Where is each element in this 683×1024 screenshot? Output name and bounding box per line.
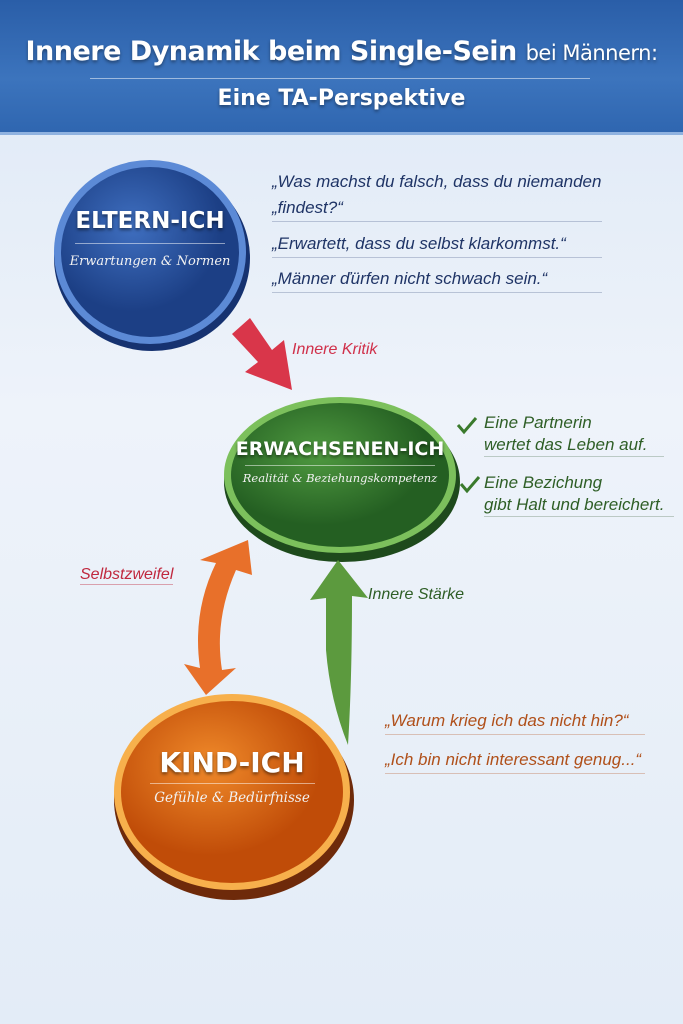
eltern-ich-title: ELTERN-ICH [75, 208, 225, 234]
header-banner: Innere Dynamik beim Single-Sein bei Männ… [0, 0, 683, 135]
erwachsenen-ich-title: ERWACHSENEN-ICH [235, 438, 445, 460]
parent-quote: „Männer ďürfen nicht schwach sein.“ [272, 269, 602, 293]
child-quote: „Warum krieg ich das nicht hin?“ [385, 711, 645, 735]
title-rest: bei Männern: [525, 41, 658, 65]
inner-strength-arrow [310, 560, 368, 745]
self-doubt-label: Selbstzweifel [80, 566, 174, 585]
adult-point-line: wertet das Leben auf. [484, 435, 648, 454]
erwachsenen-ich-subtitle: Realität & Beziehungskompetenz [242, 471, 438, 485]
inner-critic-arrow [232, 318, 292, 390]
kind-ich-title: KIND-ICH [159, 746, 305, 779]
inner-critic-label: Innere Kritik [292, 341, 378, 358]
adult-point-line: Eine Partnerin [484, 413, 592, 432]
adult-point: Eine Bezichung gibt Halt und bereichert. [484, 472, 674, 517]
check-icon [456, 417, 478, 435]
self-doubt-arrow [184, 540, 252, 695]
parent-quote: „Was machst du falsch, dass du niemanden [272, 172, 602, 191]
eltern-ich-subtitle: Erwartungen & Normen [69, 254, 231, 269]
erwachsenen-ich-ellipse [224, 397, 460, 562]
parent-quote: „findest?“ [272, 198, 602, 222]
divider [245, 465, 435, 466]
adult-point: Eine Partnerin wertet das Leben auf. [484, 412, 664, 457]
inner-strength-label: Innere Stärke [368, 586, 465, 603]
title-bold: Innere Dynamik beim Single-Sein [25, 36, 517, 67]
eltern-ich-circle [54, 160, 250, 351]
title-line-1: Innere Dynamik beim Single-Sein bei Männ… [0, 36, 683, 67]
child-quote: „Ich bin nicht interessant genug...“ [385, 750, 645, 774]
divider [75, 243, 225, 244]
parent-quote: „Erwartett, dass du selbst klarkommst.“ [272, 234, 602, 258]
kind-ich-ellipse [114, 694, 354, 900]
title-divider [90, 78, 590, 79]
kind-ich-subtitle: Gefühle & Bedürfnisse [154, 790, 310, 806]
adult-point-line: Eine Bezichung [484, 473, 603, 492]
adult-point-line: gibt Halt und bereichert. [484, 495, 665, 514]
divider [150, 783, 315, 784]
title-line-2: Eine TA-Perspektive [217, 86, 466, 111]
check-icon [459, 476, 481, 494]
